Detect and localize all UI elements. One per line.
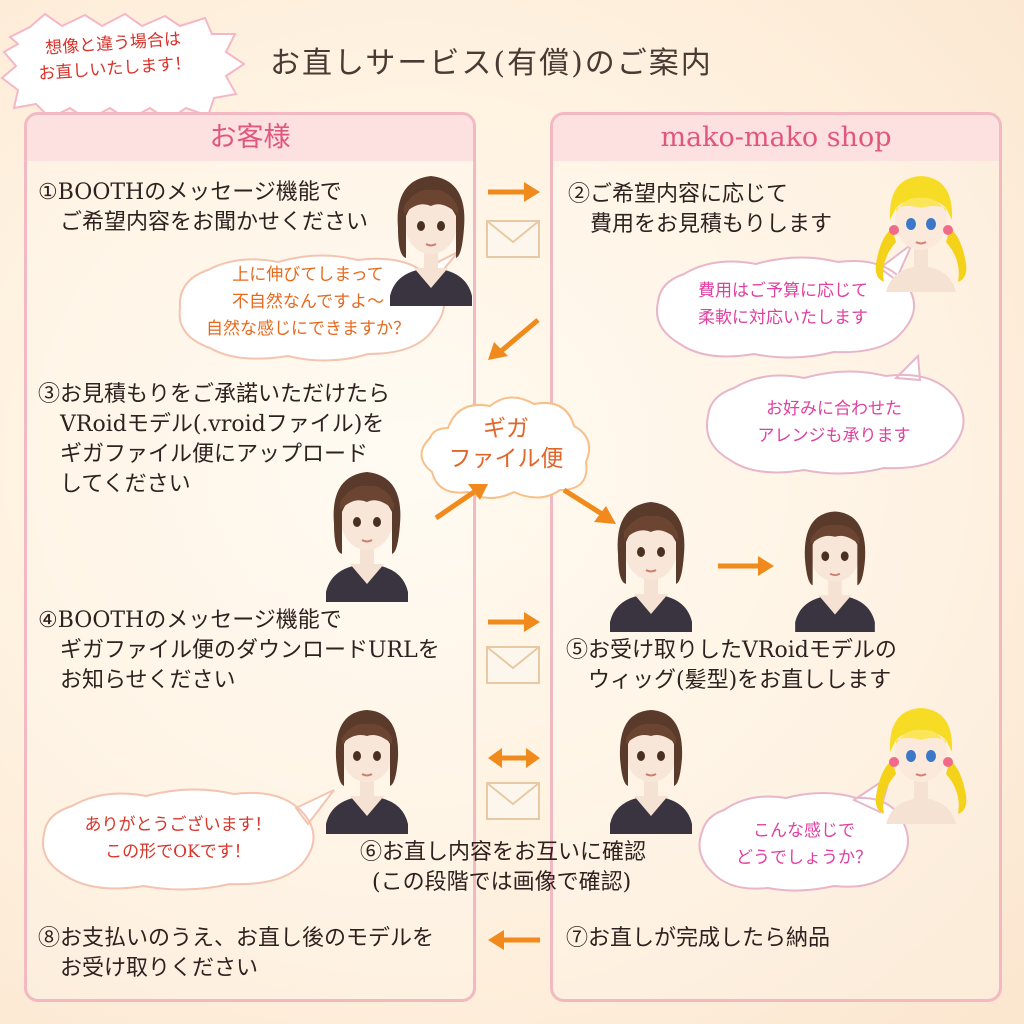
step-3-line-2: VRoidモデル(.vroidファイル)を xyxy=(60,412,385,437)
bubble-shop-arrange-text: お好みに合わせた アレンジも承ります xyxy=(716,396,952,450)
bubble-customer-thanks xyxy=(42,788,335,891)
bubble-customer-request-line-1: 上に伸びてしまって xyxy=(232,265,384,285)
envelope-icon xyxy=(486,782,540,820)
bubble-customer-request-text: 上に伸びてしまって 不自然なんですよ～ 自然な感じにできますか？ xyxy=(190,262,426,343)
step-5: ⑤お受け取りしたVRoidモデルの ウィッグ(髪型)をお直しします xyxy=(566,636,897,696)
step-3-line-3: ギガファイル便にアップロード xyxy=(60,442,369,467)
bubble-customer-request-line-3: 自然な感じにできますか？ xyxy=(206,319,410,339)
step-5-line-1: ⑤お受け取りしたVRoidモデルの xyxy=(566,638,897,663)
step-1-line-1: ①BOOTHのメッセージ機能で xyxy=(38,180,342,205)
arrow-diagonal-icon xyxy=(562,487,616,524)
arrow-right-icon xyxy=(718,556,774,576)
step-4-line-1: ④BOOTHのメッセージ機能で xyxy=(38,608,342,633)
step-3-line-1: ③お見積もりをご承諾いただけたら xyxy=(38,382,391,407)
step-8-line-2: お受け取りください xyxy=(60,956,259,981)
giga-line-2: ファイル便 xyxy=(448,446,564,472)
shop-avatar xyxy=(875,176,967,292)
step-8: ⑧お支払いのうえ、お直し後のモデルを お受け取りください xyxy=(38,924,434,984)
giga-cloud xyxy=(420,396,590,499)
step-4-line-3: お知らせください xyxy=(60,668,236,693)
starburst-badge xyxy=(0,12,246,122)
step-8-line-1: ⑧お支払いのうえ、お直し後のモデルを xyxy=(38,926,435,951)
bubble-shop-arrange-line-2: アレンジも承ります xyxy=(757,426,911,446)
step-2-line-2: 費用をお見積もりします xyxy=(590,212,833,237)
bubble-shop-arrange-line-1: お好みに合わせた xyxy=(766,399,902,419)
double-arrow-icon xyxy=(488,748,540,768)
arrow-diagonal-icon xyxy=(488,318,540,360)
shop-panel-header: mako-mako shop xyxy=(553,115,999,161)
step-4-line-2: ギガファイル便のダウンロードURLを xyxy=(60,638,440,663)
customer-avatar xyxy=(390,176,472,306)
customer-avatar xyxy=(795,511,875,632)
bubble-shop-cost-text: 費用はご予算に応じて 柔軟に対応いたします xyxy=(668,278,898,332)
bubble-customer-thanks-line-1: ありがとうございます！ xyxy=(84,815,272,835)
bubble-shop-cost-line-2: 柔軟に対応いたします xyxy=(698,308,868,328)
step-6-line-2: (この段階では画像で確認) xyxy=(372,870,632,895)
customer-avatar xyxy=(326,710,408,834)
bubble-shop-arrange xyxy=(706,353,965,475)
bubble-shop-cost xyxy=(656,240,915,359)
customer-avatar xyxy=(326,472,408,602)
envelope-icon xyxy=(486,646,540,684)
arrow-left-icon xyxy=(488,930,540,950)
starburst-shape xyxy=(0,12,246,122)
customer-panel-header: お客様 xyxy=(27,115,473,161)
envelope-icon xyxy=(486,220,540,258)
giga-cloud-text: ギガ ファイル便 xyxy=(430,414,582,474)
step-3-line-4: してください xyxy=(60,472,191,497)
bubble-customer-thanks-line-2: この形でOKです！ xyxy=(105,842,251,862)
step-1: ①BOOTHのメッセージ機能で ご希望内容をお聞かせください xyxy=(38,178,368,238)
step-6-line-1: ⑥お直し内容をお互いに確認 xyxy=(360,840,647,865)
bubble-shop-confirm-line-1: こんな感じで xyxy=(753,821,855,841)
step-5-line-2: ウィッグ(髪型)をお直しします xyxy=(588,668,892,693)
step-2-line-1: ②ご希望内容に応じて xyxy=(568,182,789,207)
arrow-diagonal-icon xyxy=(434,484,488,521)
bubble-customer-thanks-text: ありがとうございます！ この形でOKです！ xyxy=(60,812,296,866)
shop-avatar xyxy=(875,708,967,824)
step-7: ⑦お直しが完成したら納品 xyxy=(566,924,830,954)
page-title: お直しサービス(有償)のご案内 xyxy=(270,46,713,81)
step-2: ②ご希望内容に応じて 費用をお見積もりします xyxy=(568,180,832,240)
bubble-shop-cost-line-1: 費用はご予算に応じて xyxy=(698,281,868,301)
step-3: ③お見積もりをご承諾いただけたら VRoidモデル(.vroidファイル)を ギ… xyxy=(38,380,390,500)
step-7-line-1: ⑦お直しが完成したら納品 xyxy=(566,926,831,951)
bubble-customer-request-line-2: 不自然なんですよ～ xyxy=(231,292,385,312)
bubble-shop-confirm xyxy=(698,773,909,892)
arrow-right-icon xyxy=(488,182,540,202)
customer-avatar xyxy=(610,710,692,834)
customer-avatar xyxy=(610,502,692,632)
bubble-shop-confirm-text: こんな感じで どうでしょうか？ xyxy=(714,818,894,872)
step-4: ④BOOTHのメッセージ機能で ギガファイル便のダウンロードURLを お知らせく… xyxy=(38,606,440,696)
giga-line-1: ギガ xyxy=(483,416,529,442)
step-1-line-2: ご希望内容をお聞かせください xyxy=(60,210,369,235)
arrow-right-icon xyxy=(488,612,540,632)
bubble-shop-confirm-line-2: どうでしょうか？ xyxy=(736,848,872,868)
step-6: ⑥お直し内容をお互いに確認 (この段階では画像で確認) xyxy=(360,838,646,898)
